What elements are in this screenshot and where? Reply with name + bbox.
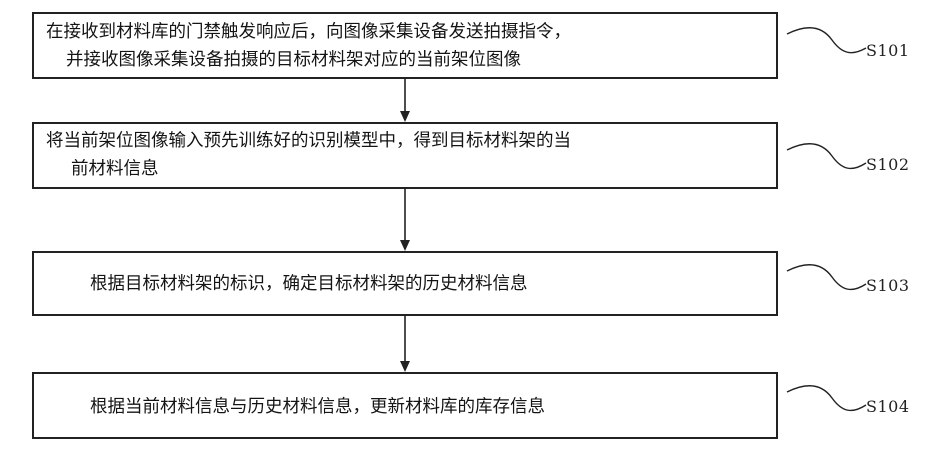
- leader-s104: [787, 386, 866, 411]
- step-line: 根据当前材料信息与历史材料信息，更新材料库的库存信息: [90, 393, 545, 421]
- step-line: 将当前架位图像输入预先训练好的识别模型中，得到目标材料架的当: [46, 127, 571, 155]
- step-text-s101: 在接收到材料库的门禁触发响应后，向图像采集设备发送拍摄指令， 并接收图像采集设备…: [46, 18, 571, 74]
- step-text-s103: 根据目标材料架的标识，确定目标材料架的历史材料信息: [90, 270, 528, 298]
- step-line: 在接收到材料库的门禁触发响应后，向图像采集设备发送拍摄指令，: [46, 18, 571, 46]
- step-label-s103: S103: [866, 276, 910, 295]
- step-label-s102: S102: [866, 155, 910, 174]
- step-line: 根据目标材料架的标识，确定目标材料架的历史材料信息: [90, 270, 528, 298]
- step-label-s104: S104: [866, 397, 910, 416]
- step-line: 并接收图像采集设备拍摄的目标材料架对应的当前架位图像: [46, 46, 571, 74]
- step-line: 前材料信息: [46, 155, 571, 183]
- step-box-s101: 在接收到材料库的门禁触发响应后，向图像采集设备发送拍摄指令， 并接收图像采集设备…: [32, 12, 778, 79]
- arrowhead-s102: [400, 111, 410, 122]
- step-box-s104: 根据当前材料信息与历史材料信息，更新材料库的库存信息: [32, 372, 778, 439]
- leader-s103: [787, 265, 866, 290]
- step-text-s104: 根据当前材料信息与历史材料信息，更新材料库的库存信息: [90, 393, 545, 421]
- leader-s101: [787, 28, 866, 53]
- step-label-s101: S101: [866, 41, 910, 60]
- arrowhead-s104: [400, 361, 410, 372]
- leader-s102: [787, 144, 866, 169]
- step-box-s102: 将当前架位图像输入预先训练好的识别模型中，得到目标材料架的当 前材料信息: [32, 122, 778, 189]
- step-box-s103: 根据目标材料架的标识，确定目标材料架的历史材料信息: [32, 251, 778, 316]
- arrowhead-s103: [400, 240, 410, 251]
- step-text-s102: 将当前架位图像输入预先训练好的识别模型中，得到目标材料架的当 前材料信息: [46, 127, 571, 183]
